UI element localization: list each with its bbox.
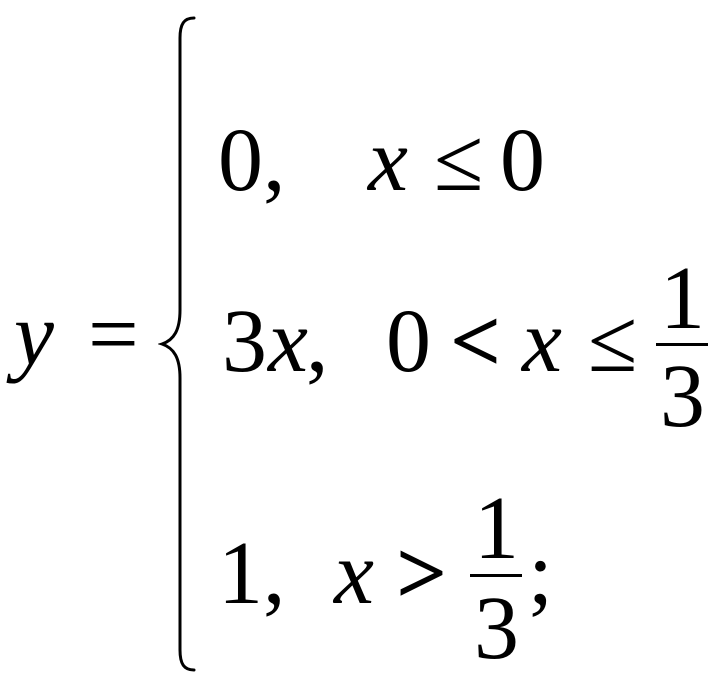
case2-cond-lhs: 0	[386, 292, 431, 391]
case3-fraction-denominator: 3	[474, 579, 519, 678]
case2-fraction-denominator: 3	[660, 347, 705, 446]
case3-fraction-numerator: 1	[474, 479, 519, 578]
case2-value-comma: ,	[306, 292, 329, 391]
case3-value: 1,	[218, 524, 286, 623]
equals-sign: =	[88, 285, 139, 384]
case2-fraction-numerator: 1	[660, 249, 705, 348]
case2-fraction-bar	[656, 343, 708, 346]
case1-value: 0,	[218, 111, 286, 210]
case1-cond-rhs: 0	[500, 111, 545, 210]
left-curly-brace	[158, 16, 196, 672]
case3-greater-than-sign: >	[396, 524, 448, 623]
case3-fraction-bar	[470, 574, 522, 577]
lhs-variable: y	[14, 285, 54, 384]
case2-leq-sign: ≤	[588, 292, 638, 391]
case1-leq-sign: ≤	[434, 111, 484, 210]
case1-cond-variable: x	[368, 111, 408, 210]
case2-value-coefficient: 3	[222, 292, 267, 391]
case2-less-than-sign: <	[450, 292, 502, 391]
case2-cond-variable: x	[522, 292, 562, 391]
case3-cond-variable: x	[334, 524, 374, 623]
case2-value-variable: x	[268, 292, 308, 391]
case3-semicolon: ;	[528, 524, 554, 623]
